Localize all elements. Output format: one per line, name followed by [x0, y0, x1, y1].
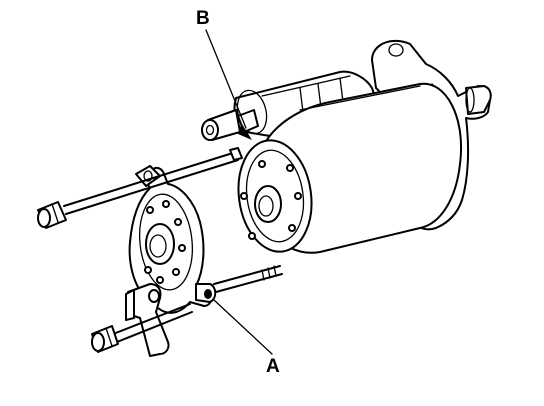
- mounting-bracket: [91, 283, 193, 357]
- upper-through-bolt: [37, 147, 243, 229]
- lower-through-bolt: [213, 265, 283, 293]
- commutator-end-face: [237, 139, 313, 253]
- callout-b: B: [196, 8, 252, 140]
- callout-b-label: B: [196, 8, 210, 29]
- end-cover: [128, 165, 217, 314]
- callout-a-label: A: [266, 356, 280, 377]
- callout-a: A: [213, 299, 280, 377]
